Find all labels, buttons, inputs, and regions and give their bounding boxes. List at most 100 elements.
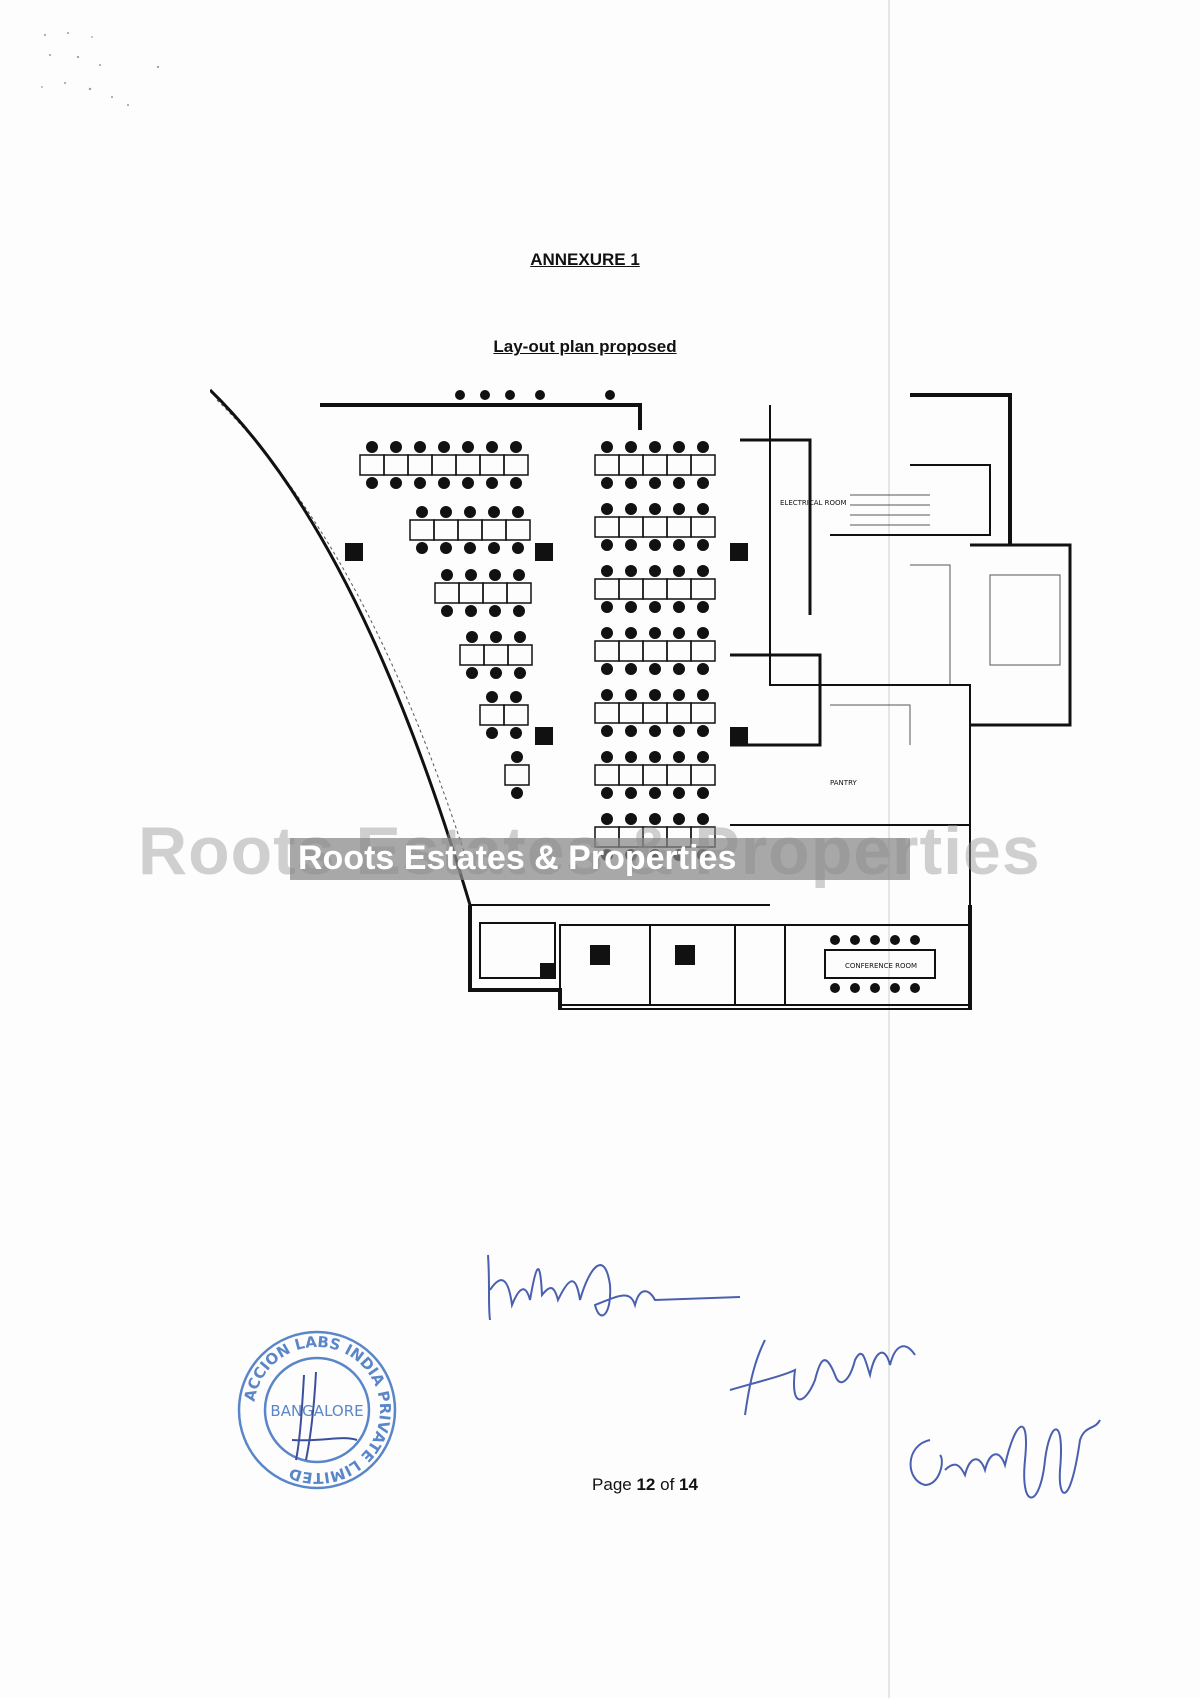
chair	[649, 725, 661, 737]
chair	[462, 441, 474, 453]
desk	[642, 454, 668, 476]
desk	[431, 454, 457, 476]
chair	[697, 539, 709, 551]
chair	[697, 503, 709, 515]
desk	[407, 454, 433, 476]
desk	[505, 519, 531, 541]
chair	[601, 751, 613, 763]
chair	[414, 477, 426, 489]
chair	[535, 390, 545, 400]
chair	[673, 565, 685, 577]
chair	[441, 569, 453, 581]
chair	[512, 506, 524, 518]
chair	[649, 539, 661, 551]
chair	[513, 569, 525, 581]
chair	[697, 813, 709, 825]
chair	[673, 751, 685, 763]
desk	[483, 644, 509, 666]
chair	[465, 605, 477, 617]
chair	[513, 605, 525, 617]
chair	[601, 725, 613, 737]
chair	[649, 565, 661, 577]
desk	[481, 519, 507, 541]
page-prefix: Page	[592, 1475, 632, 1494]
chair	[489, 569, 501, 581]
chair	[625, 477, 637, 489]
chair	[489, 605, 501, 617]
desk	[690, 640, 716, 662]
chair	[440, 542, 452, 554]
chair	[505, 390, 515, 400]
desk	[482, 582, 508, 604]
conference-table	[590, 935, 936, 993]
desk	[459, 644, 485, 666]
chair	[673, 503, 685, 515]
chair	[514, 667, 526, 679]
chair	[625, 627, 637, 639]
chair	[625, 601, 637, 613]
chair	[697, 477, 709, 489]
chair	[673, 539, 685, 551]
chair	[488, 542, 500, 554]
seal-center-text: BANGALORE	[270, 1402, 363, 1420]
desk	[506, 582, 532, 604]
desk	[618, 454, 644, 476]
desk	[458, 582, 484, 604]
chair	[464, 506, 476, 518]
structural-columns	[345, 543, 748, 979]
scan-specks	[41, 32, 160, 106]
desk	[479, 454, 505, 476]
page-number: 12	[636, 1475, 656, 1494]
chair	[673, 441, 685, 453]
chair	[601, 539, 613, 551]
chair	[605, 390, 615, 400]
chair	[466, 631, 478, 643]
desk	[359, 454, 385, 476]
chair	[625, 441, 637, 453]
chair	[697, 441, 709, 453]
chair	[649, 813, 661, 825]
desk	[666, 578, 692, 600]
workstation-clusters	[359, 390, 716, 861]
chair	[625, 663, 637, 675]
chair	[464, 542, 476, 554]
page-footer: Page 12 of 14	[0, 1475, 1200, 1495]
chair	[601, 663, 613, 675]
desk	[409, 519, 435, 541]
chair	[649, 601, 661, 613]
desk	[594, 516, 620, 538]
chair	[625, 813, 637, 825]
desk	[618, 516, 644, 538]
chair	[440, 506, 452, 518]
chair	[649, 477, 661, 489]
plan-walls	[210, 388, 1072, 1010]
chair	[512, 542, 524, 554]
chair	[625, 565, 637, 577]
desk	[504, 764, 530, 786]
desk	[666, 516, 692, 538]
chair	[673, 787, 685, 799]
chair	[416, 506, 428, 518]
chair	[649, 787, 661, 799]
page-separator: of	[660, 1475, 675, 1494]
chair	[511, 751, 523, 763]
signature-2	[729, 1339, 916, 1416]
chair	[414, 441, 426, 453]
chair	[486, 477, 498, 489]
chair	[625, 503, 637, 515]
chair	[366, 441, 378, 453]
layout-subtitle: Lay-out plan proposed	[493, 337, 677, 356]
chair	[514, 631, 526, 643]
chair	[673, 689, 685, 701]
desk	[507, 644, 533, 666]
desk	[594, 702, 620, 724]
desk	[618, 640, 644, 662]
chair	[649, 503, 661, 515]
chair	[673, 813, 685, 825]
desk	[690, 516, 716, 538]
desk	[666, 640, 692, 662]
floor-plan: ELECTRICAL ROOM CONFERENCE ROOM PANTRY	[210, 388, 1072, 1010]
chair	[697, 689, 709, 701]
chair	[625, 787, 637, 799]
chair	[649, 663, 661, 675]
